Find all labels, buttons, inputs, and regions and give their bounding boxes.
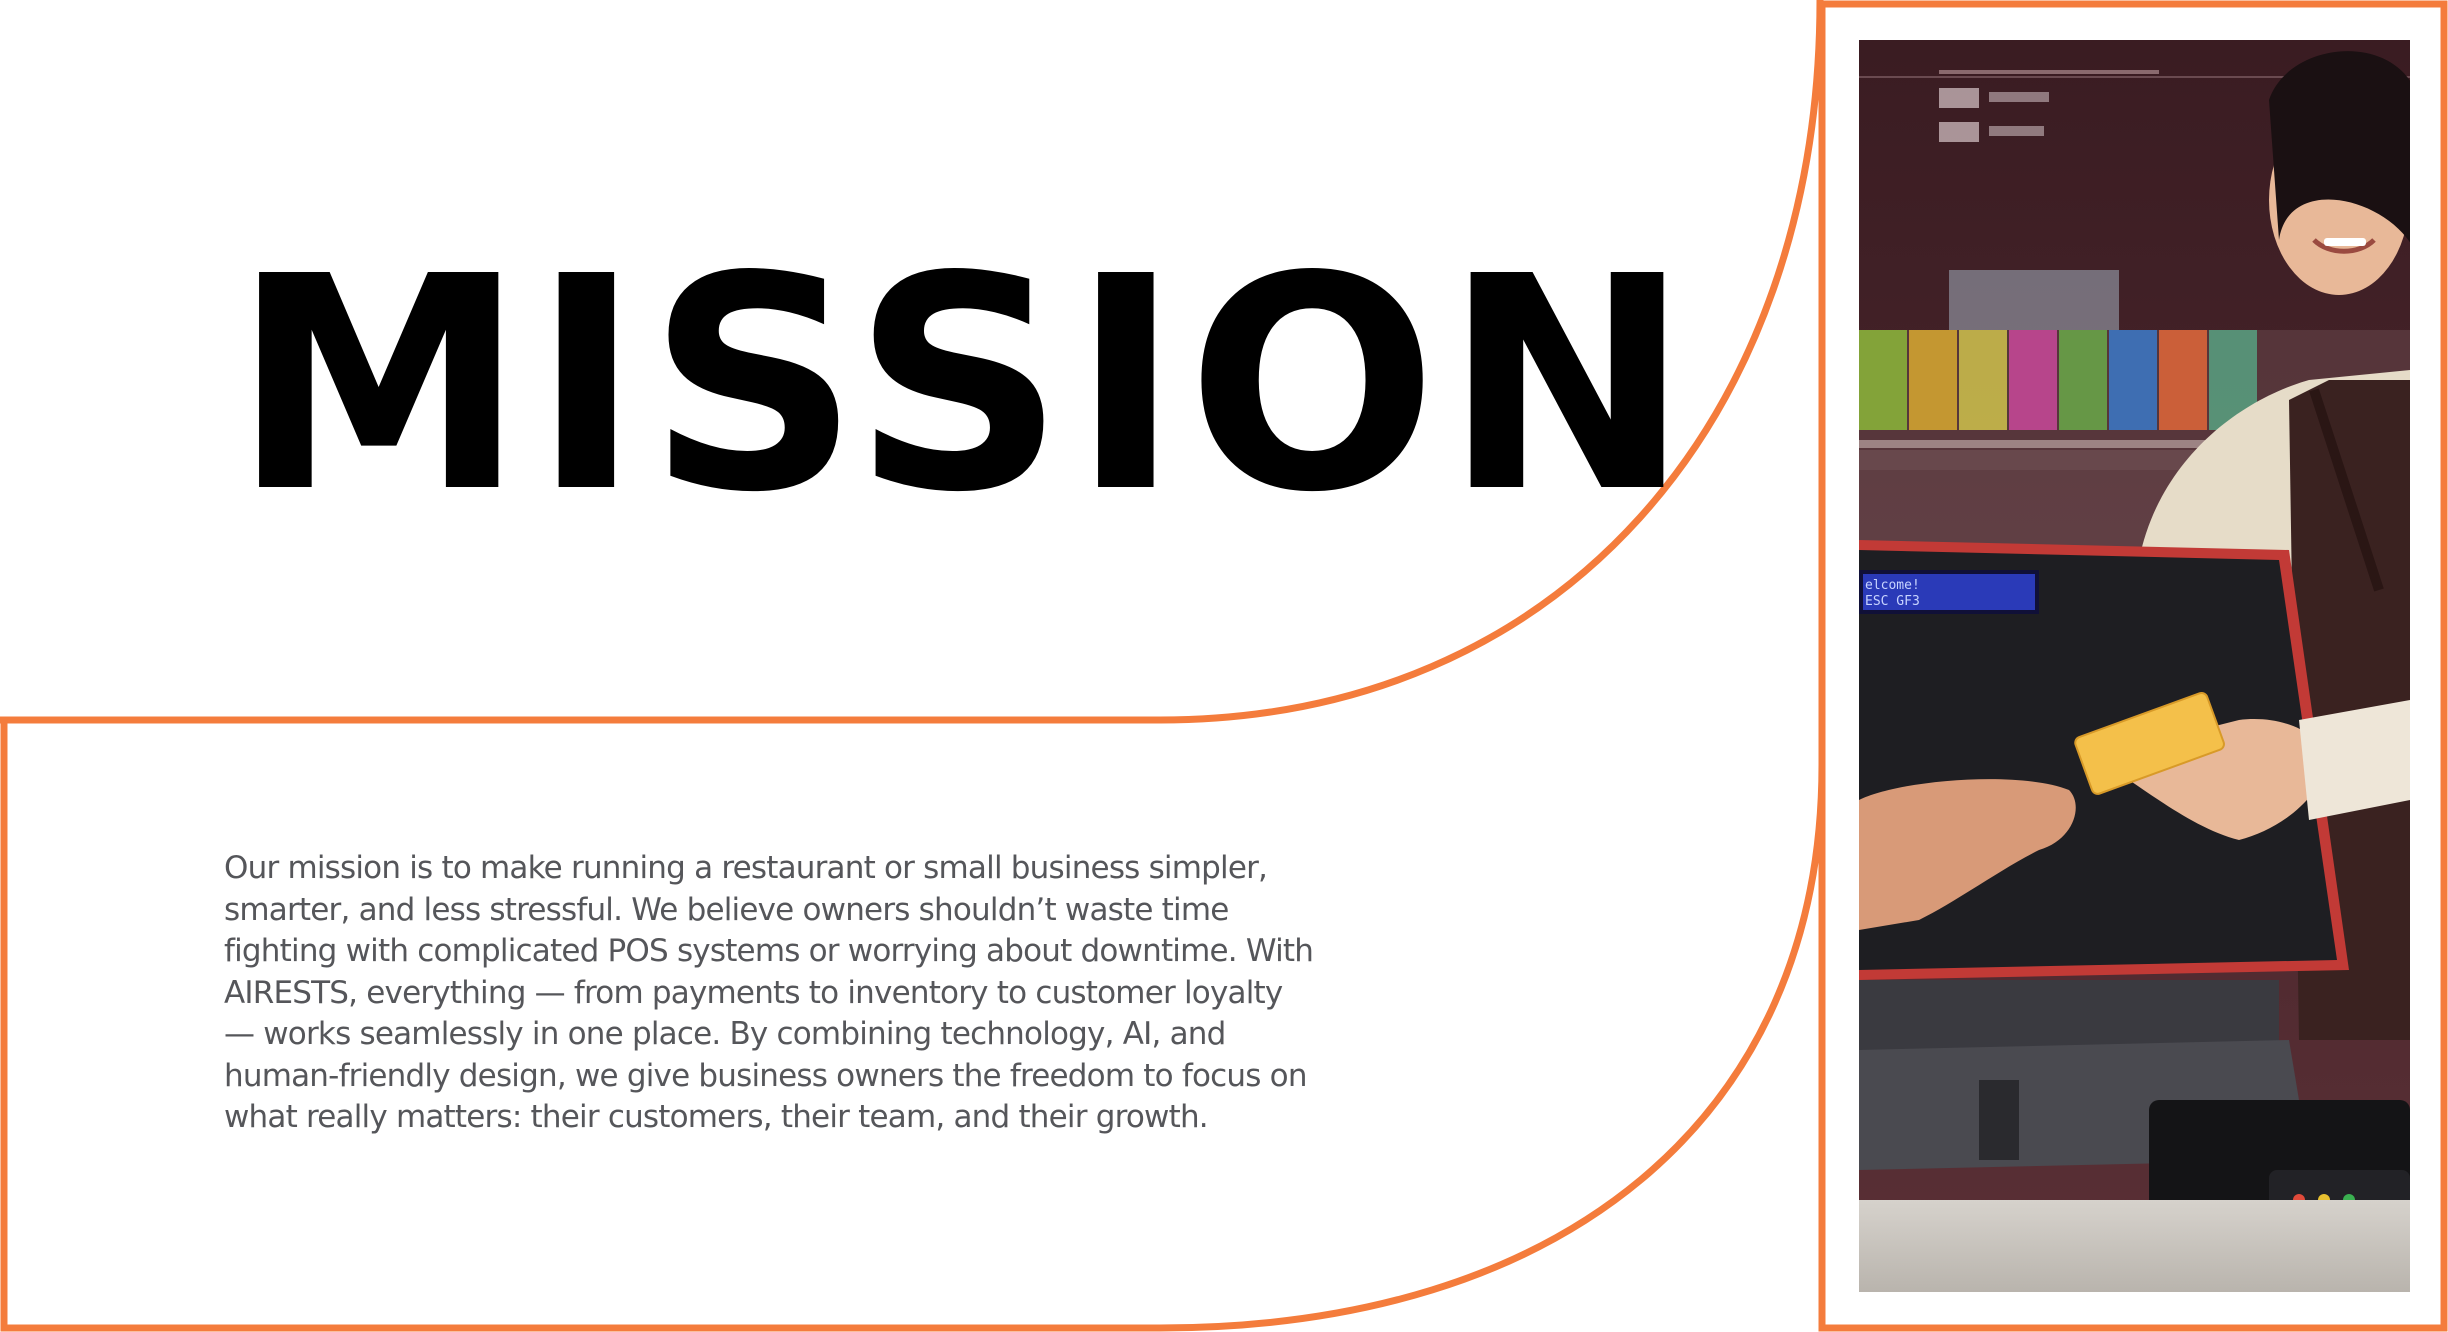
pos-illustration: elcome! ESC GF3 [1859, 40, 2410, 1292]
cashier-pos-photo: elcome! ESC GF3 [1859, 40, 2410, 1292]
swoosh-curve-bottom [0, 720, 1826, 1332]
display-text-1: elcome! [1865, 578, 1920, 593]
photo-frame-border [1818, 0, 2448, 1332]
display-text-2: ESC GF3 [1865, 594, 1920, 609]
page-title: MISSION [232, 213, 1697, 557]
mission-paragraph: Our mission is to make running a restaur… [224, 850, 1314, 1135]
swoosh-curve-top [0, 0, 1824, 724]
